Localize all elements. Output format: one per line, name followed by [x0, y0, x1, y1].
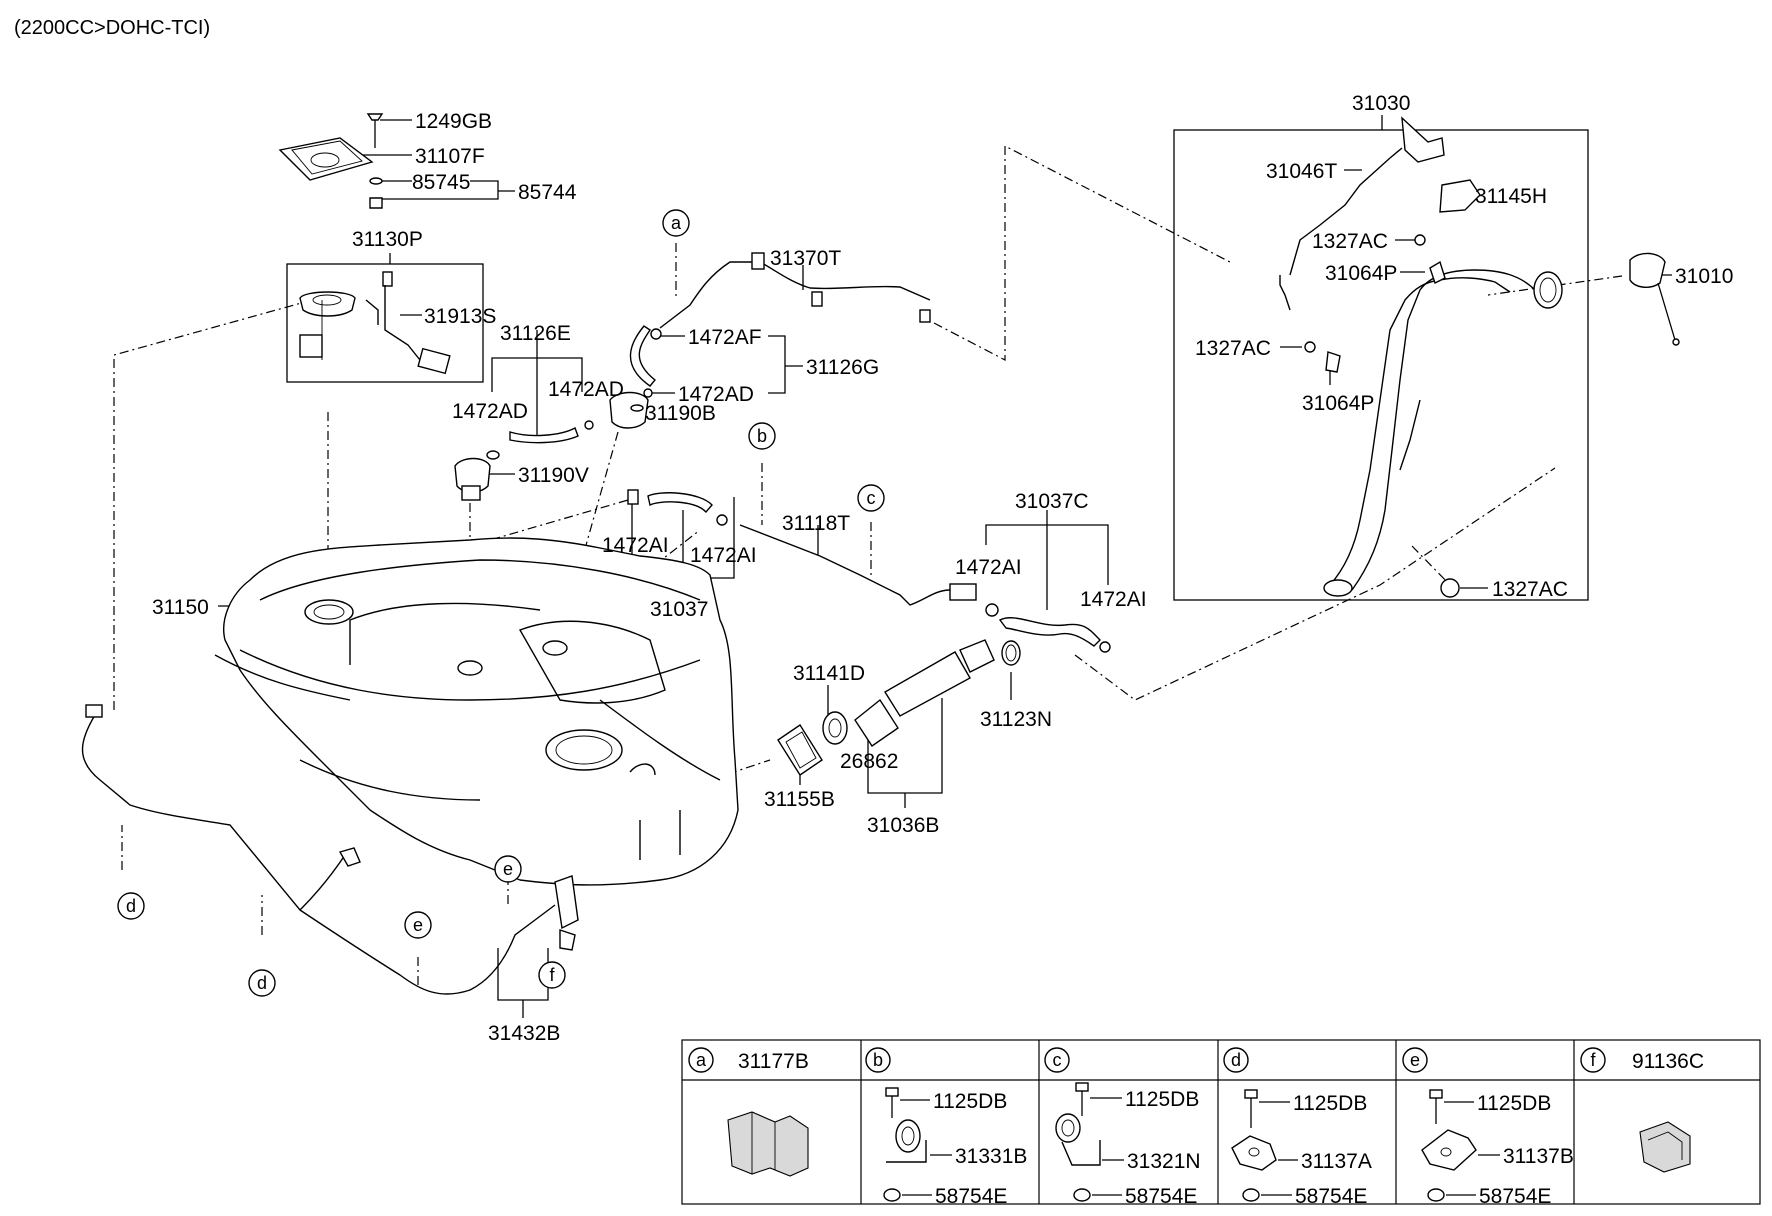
label-31370T: 31370T: [770, 247, 841, 270]
filler-neck-assembly-31030: [1279, 116, 1680, 598]
legend-e-part-2: 31137B: [1503, 1145, 1574, 1168]
legend-cell-a: a 31177B: [688, 1047, 809, 1177]
legend-table: a 31177B b 1125DB 31331B 58754E c: [681, 1039, 1761, 1208]
label-31190V: 31190V: [518, 464, 589, 487]
legend-cell-f: f 91136C: [1580, 1047, 1704, 1173]
part-number-labels: 1249GB 31107F 85745 85744 31130P 31913S …: [152, 92, 1733, 1045]
label-1472AI-b: 1472AI: [690, 544, 757, 567]
legend-cell-d: d 1125DB 31137A 58754E: [1223, 1047, 1372, 1208]
legend-letter-d: d: [1231, 1050, 1241, 1070]
callout-e-2: e: [503, 859, 513, 879]
legend-letter-b: b: [873, 1050, 883, 1070]
legend-letter-c: c: [1053, 1050, 1062, 1070]
legend-b-part-3: 58754E: [935, 1185, 1007, 1208]
legend-c-part-2: 31321N: [1127, 1150, 1201, 1173]
label-1472AI-d: 1472AI: [1080, 588, 1147, 611]
label-31046T: 31046T: [1266, 160, 1337, 183]
label-31126G: 31126G: [806, 356, 879, 379]
callout-a: a: [671, 213, 682, 233]
label-85744: 85744: [518, 181, 577, 204]
legend-letter-a: a: [696, 1050, 707, 1070]
label-31107F: 31107F: [415, 145, 485, 168]
legend-e-part-3: 58754E: [1479, 1185, 1551, 1208]
legend-c-part-3: 58754E: [1125, 1185, 1197, 1208]
fuel-tank-31150: [214, 537, 739, 886]
legend-d-part-2: 31137A: [1301, 1150, 1372, 1173]
legend-c-part-1: 1125DB: [1125, 1088, 1199, 1111]
label-1472AD-middle: 1472AD: [548, 378, 624, 401]
label-31010: 31010: [1675, 265, 1733, 288]
legend-cell-b: b 1125DB 31331B 58754E: [865, 1047, 1027, 1208]
callout-d-1: d: [126, 896, 136, 916]
wiring-harness-31432B: [81, 704, 579, 995]
legend-e-part-1: 1125DB: [1477, 1092, 1551, 1115]
legend-part-31177B: 31177B: [738, 1050, 809, 1073]
label-31037C: 31037C: [1015, 490, 1089, 513]
label-31064P-bottom: 31064P: [1302, 392, 1374, 415]
legend-b-part-2: 31331B: [955, 1145, 1027, 1168]
label-1327AC-middle: 1327AC: [1195, 337, 1271, 360]
fuel-pump-module-31130P: [299, 271, 451, 375]
label-31123N: 31123N: [980, 708, 1052, 731]
engine-code-header: (2200CC>DOHC-TCI): [14, 17, 210, 39]
label-31150: 31150: [152, 596, 209, 619]
label-1249GB: 1249GB: [415, 110, 492, 133]
label-85745: 85745: [412, 171, 470, 194]
label-1327AC-bottom: 1327AC: [1492, 578, 1568, 601]
label-31118T: 31118T: [782, 512, 850, 535]
cover-plate-31107F: [278, 113, 384, 209]
label-1472AD-right: 1472AD: [678, 383, 754, 406]
label-31030: 31030: [1352, 92, 1410, 115]
legend-part-91136C: 91136C: [1632, 1050, 1704, 1073]
label-31190B: 31190B: [645, 402, 716, 425]
legend-letter-e: e: [1410, 1050, 1420, 1070]
callout-e-1: e: [413, 915, 423, 935]
label-1472AI-a: 1472AI: [602, 534, 669, 557]
label-31155B: 31155B: [764, 788, 835, 811]
label-26862: 26862: [840, 750, 898, 773]
callout-f: f: [549, 965, 555, 985]
label-31036B: 31036B: [867, 814, 939, 837]
callout-d-2: d: [257, 973, 267, 993]
label-31064P-top: 31064P: [1325, 262, 1397, 285]
label-1472AD-left: 1472AD: [452, 400, 528, 423]
hoses-and-valves: [454, 252, 1111, 666]
label-1472AI-c: 1472AI: [955, 556, 1022, 579]
label-31145H: 31145H: [1475, 185, 1547, 208]
legend-d-part-1: 1125DB: [1293, 1092, 1367, 1115]
callout-b: b: [757, 426, 767, 446]
legend-b-part-1: 1125DB: [933, 1090, 1007, 1113]
label-1472AF: 1472AF: [688, 326, 762, 349]
label-31913S: 31913S: [424, 305, 496, 328]
label-31037: 31037: [650, 598, 708, 621]
callout-c: c: [867, 488, 876, 508]
label-31141D: 31141D: [793, 662, 865, 685]
label-31126E: 31126E: [500, 322, 571, 345]
leader-lines: [218, 115, 1672, 1018]
label-31432B: 31432B: [488, 1022, 560, 1045]
legend-d-part-3: 58754E: [1295, 1185, 1367, 1208]
legend-letter-f: f: [1590, 1050, 1596, 1070]
label-31130P: 31130P: [352, 228, 423, 251]
legend-cell-c: c 1125DB 31321N 58754E: [1044, 1047, 1201, 1208]
label-1327AC-top: 1327AC: [1312, 230, 1388, 253]
inlet-hose-and-seals: [777, 639, 995, 776]
legend-cell-e: e 1125DB 31137B 58754E: [1402, 1047, 1574, 1208]
callout-circles: a b c d d e e f: [117, 209, 885, 997]
